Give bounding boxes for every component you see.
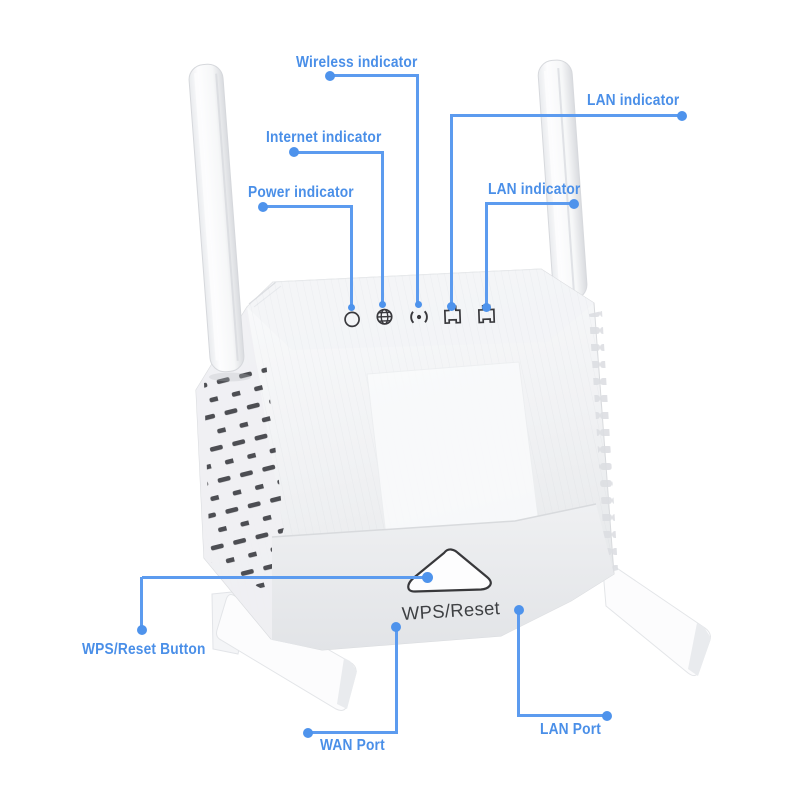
leader-dot xyxy=(569,199,579,209)
leader-line xyxy=(519,714,608,717)
left-plug-blade xyxy=(216,594,357,711)
leader-line xyxy=(142,576,429,579)
callout-label-wireless: Wireless indicator xyxy=(296,54,418,71)
device-body xyxy=(195,268,618,651)
callout-label-lan-top: LAN indicator xyxy=(587,92,680,109)
internet-led-icon xyxy=(376,308,393,325)
leader-line xyxy=(140,577,143,631)
leader-dot xyxy=(137,625,147,635)
leader-dot xyxy=(348,304,355,311)
power-led-icon xyxy=(344,311,360,328)
right-antenna xyxy=(537,59,588,301)
callout-label-wps: WPS/Reset Button xyxy=(82,641,206,658)
left-blade-endcap xyxy=(337,658,357,709)
leader-line xyxy=(450,114,453,305)
callout-label-power: Power indicator xyxy=(248,184,354,201)
leader-line xyxy=(381,151,384,304)
leader-dot xyxy=(289,147,299,157)
vent-grid xyxy=(204,362,284,592)
right-blade-endcap xyxy=(688,623,711,676)
leader-dot xyxy=(602,711,612,721)
leader-line xyxy=(452,114,683,117)
plug-blades xyxy=(211,556,711,711)
callout-label-lan-port: LAN Port xyxy=(540,721,602,738)
leader-line xyxy=(487,202,575,205)
callout-label-lan-mid: LAN indicator xyxy=(488,181,581,198)
left-antenna xyxy=(188,63,245,373)
leader-line xyxy=(395,627,398,734)
leader-dot xyxy=(303,728,313,738)
leader-dot xyxy=(514,605,524,615)
wireless-led-icon xyxy=(410,310,428,324)
leader-line xyxy=(330,74,419,77)
leader-dot xyxy=(422,572,433,583)
leader-line xyxy=(416,74,419,305)
leader-dot xyxy=(258,202,268,212)
leader-dot xyxy=(482,303,491,312)
leader-line xyxy=(263,205,353,208)
leader-line xyxy=(308,731,398,734)
leader-dot xyxy=(415,301,422,308)
leader-dot xyxy=(677,111,687,121)
leader-dot xyxy=(379,301,386,308)
leader-dot xyxy=(325,71,335,81)
callout-label-wan-port: WAN Port xyxy=(320,737,385,754)
leader-line xyxy=(517,610,520,717)
leader-line xyxy=(294,151,384,154)
leader-dot xyxy=(447,302,456,311)
leader-line xyxy=(485,202,488,306)
callout-label-internet: Internet indicator xyxy=(266,129,382,146)
leader-dot xyxy=(391,622,401,632)
leader-line xyxy=(350,205,353,307)
led-icon-row xyxy=(344,304,496,328)
right-edge-ribs xyxy=(589,311,618,573)
